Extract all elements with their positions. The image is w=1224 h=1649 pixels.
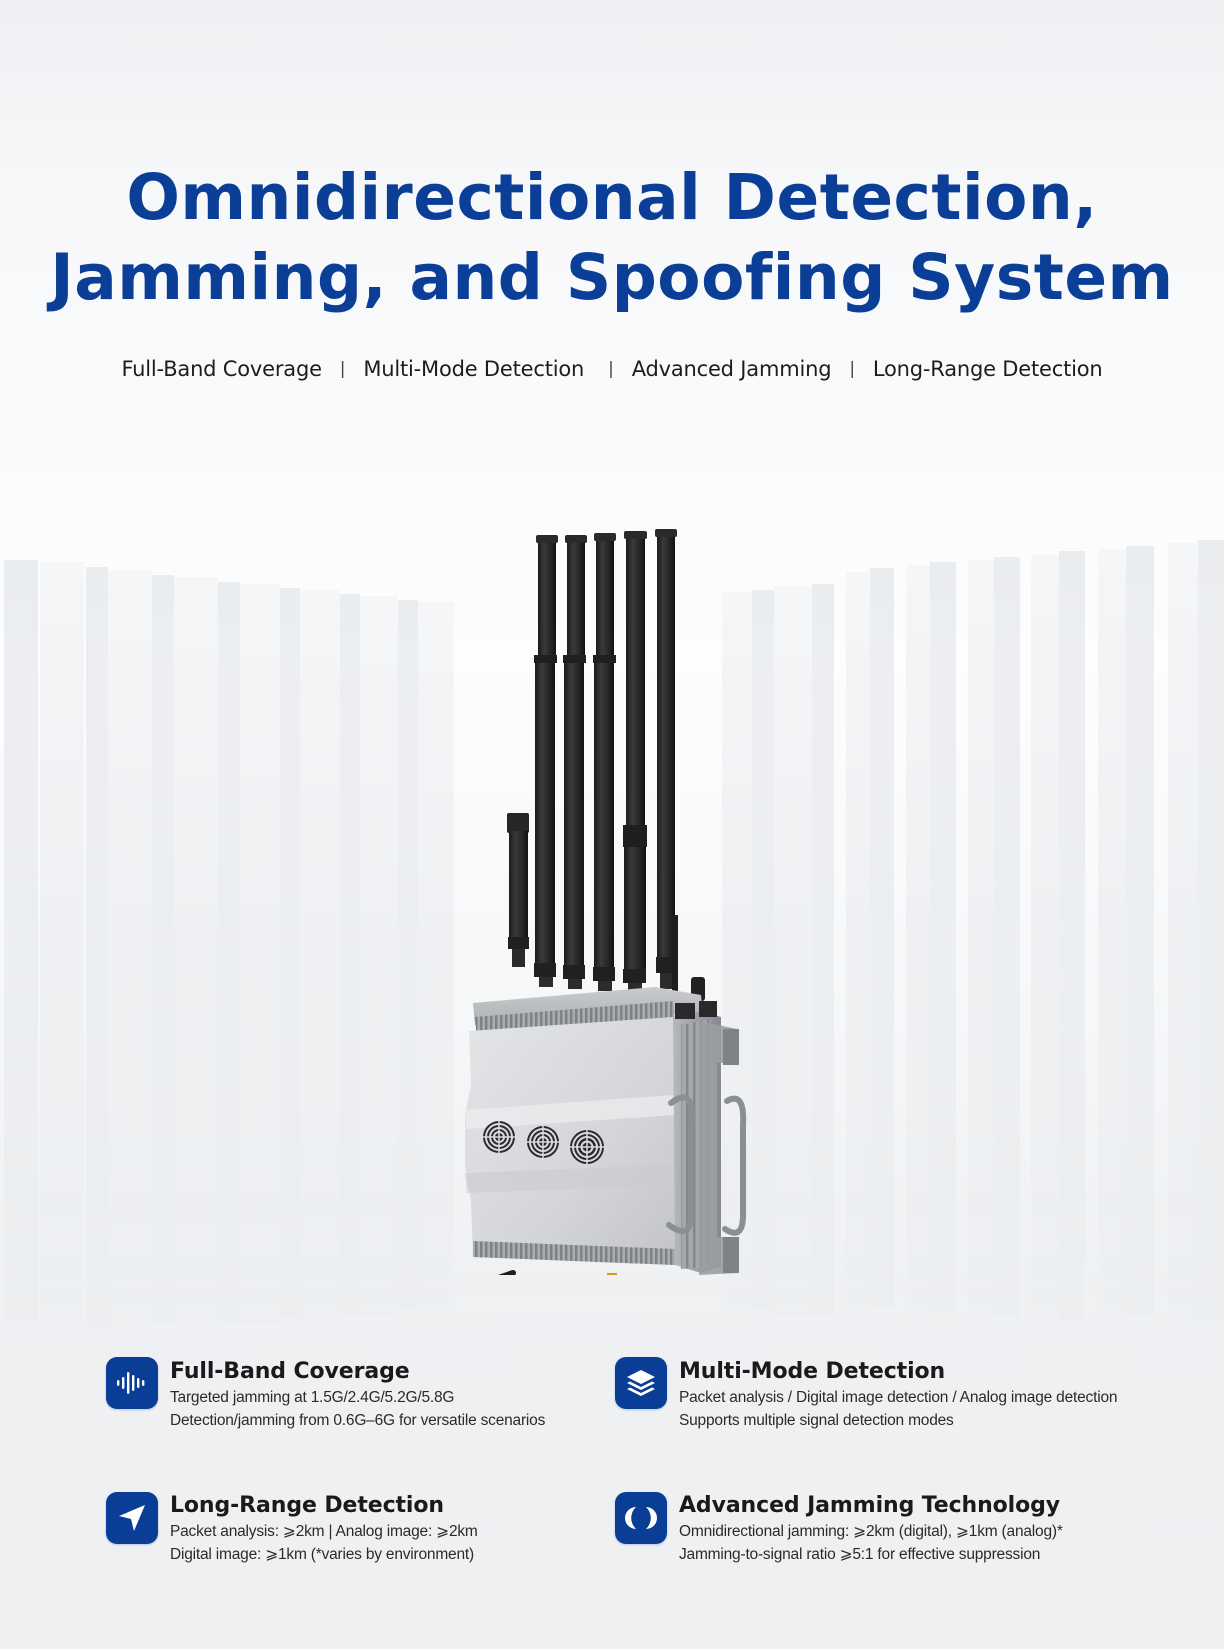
page-title-line-2: Jamming, and Spoofing System xyxy=(50,241,1174,314)
feature-detail: Packet analysis: ⩾2km | Analog image: ⩾2… xyxy=(170,1523,478,1540)
tagline-item-advanced-jamming: Advanced Jamming xyxy=(631,357,832,381)
feature-long-range-detection: Long-Range Detection Packet analysis: ⩾2… xyxy=(106,1492,478,1566)
feature-detail: Targeted jamming at 1.5G/2.4G/5.2G/5.8G xyxy=(170,1389,455,1406)
feature-detail: Jamming-to-signal ratio ⩾5:1 for effecti… xyxy=(679,1546,1041,1563)
tagline-item-multi-mode: Multi-Mode Detection xyxy=(363,357,585,381)
layers-icon xyxy=(615,1357,667,1409)
tagline-separator: | xyxy=(849,359,855,379)
feature-tagline: Full-Band Coverage | Multi-Mode Detectio… xyxy=(0,357,1224,381)
page-title: Omnidirectional Detection, Jamming, and … xyxy=(0,158,1224,318)
feature-title: Long-Range Detection xyxy=(170,1493,444,1518)
feature-advanced-jamming-technology: Advanced Jamming Technology Omnidirectio… xyxy=(615,1492,1063,1566)
feature-detail: Omnidirectional jamming: ⩾2km (digital),… xyxy=(679,1523,1063,1540)
overlap-circles-icon xyxy=(615,1492,667,1544)
tagline-separator: | xyxy=(608,359,614,379)
page-title-line-1: Omnidirectional Detection, xyxy=(126,161,1098,234)
product-device-image xyxy=(465,529,747,1275)
feature-detail: Detection/jamming from 0.6G–6G for versa… xyxy=(170,1412,546,1429)
tagline-item-long-range: Long-Range Detection xyxy=(872,357,1103,381)
feature-detail: Packet analysis / Digital image detectio… xyxy=(679,1389,1118,1406)
feature-detail: Digital image: ⩾1km (*varies by environm… xyxy=(170,1546,474,1563)
cooling-fans xyxy=(483,1121,604,1164)
feature-title: Multi-Mode Detection xyxy=(679,1359,946,1384)
sound-wave-icon xyxy=(106,1357,158,1409)
feature-multi-mode-detection: Multi-Mode Detection Packet analysis / D… xyxy=(615,1357,1117,1432)
feature-title: Full-Band Coverage xyxy=(170,1359,410,1384)
feature-title: Advanced Jamming Technology xyxy=(679,1493,1061,1518)
feature-full-band-coverage: Full-Band Coverage Targeted jamming at 1… xyxy=(106,1357,545,1432)
tagline-item-full-band: Full-Band Coverage xyxy=(121,357,322,381)
feature-detail: Supports multiple signal detection modes xyxy=(679,1412,954,1429)
navigation-arrow-icon xyxy=(106,1492,158,1544)
tagline-separator: | xyxy=(339,359,346,379)
antenna-group xyxy=(507,529,705,1001)
